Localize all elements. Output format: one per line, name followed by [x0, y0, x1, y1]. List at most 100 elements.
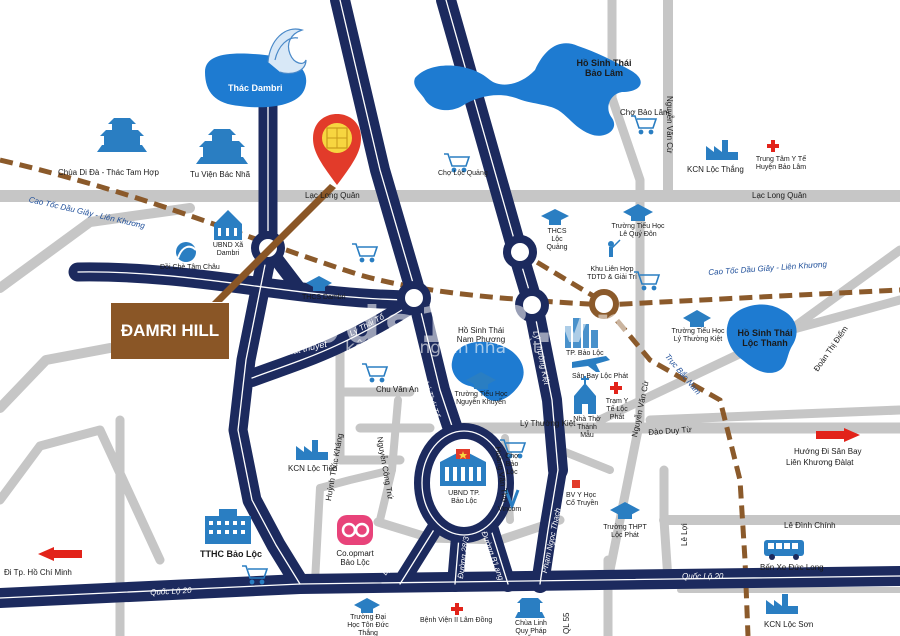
waterfall-icon: [267, 28, 307, 75]
pagoda-icon: [515, 598, 545, 618]
place-kcn-loc-son: KCN Lộc Sơn: [764, 620, 814, 629]
direction-hcm: Đi Tp. Hồ Chí Minh: [4, 568, 72, 577]
place-cho-loc-quang: Chợ Lộc Quảng: [438, 170, 488, 177]
road-label-le-loi: Lê Lợi: [680, 523, 689, 546]
place-chua-linh-quy: Chùa Linh Quy Pháp Ấn: [515, 620, 547, 636]
bus-icon: [764, 540, 804, 560]
cart-icon: [242, 565, 269, 585]
city-hall-icon: [440, 449, 486, 486]
lake-label-bao-lam: Hồ Sinh Thái Bảo Lâm: [576, 58, 632, 79]
vincom-icon: [504, 489, 520, 511]
place-benh-vien: Bệnh Viện II Lâm Đồng: [420, 617, 493, 624]
hospital-cross-icon: [451, 603, 463, 615]
highway-dau-giay-lien-khuong: [0, 157, 900, 308]
road-chu-van-an-west: [335, 335, 405, 465]
school-icons: [306, 204, 711, 613]
road-bv-link: [556, 446, 614, 474]
ring-road-centerline: [421, 430, 507, 536]
place-chua-di-da: Chùa Di Đà - Thác Tam Hợp: [58, 168, 159, 177]
place-kcn-loc-thang: KCN Lộc Thắng: [687, 165, 744, 174]
hospital-cross-icons: [451, 140, 779, 615]
road-west-lower: [0, 343, 115, 413]
place-nha-tho: Nhà Thờ Thánh Mẫu: [573, 416, 601, 440]
road-label-ly-thuong-kiet-h: Lý Thường Kiệt: [520, 419, 576, 428]
school-icon: [306, 276, 332, 291]
office-building-icon: [205, 509, 251, 544]
place-tu-vien: Tu Viện Bác Nhã: [190, 170, 251, 179]
place-cho-bao-lam: Chợ Bảo Lâm: [620, 108, 670, 117]
place-tram-yte: Trạm Y Tế Lộc Phát: [605, 398, 629, 422]
road-label-lac-long-quan-left: Lạc Long Quân: [305, 191, 360, 200]
cart-icon: [352, 243, 379, 263]
lake-label-loc-thanh: Hồ Sinh Thái Lộc Thanh: [737, 328, 793, 349]
watermark-sub: kênh thông tin nhà đất: [345, 338, 540, 358]
church-icon: [574, 376, 596, 414]
place-thcs-loc-quang: THCS Lộc Quảng: [546, 228, 568, 252]
place-tp-bao-loc: TP. Bảo Lộc: [566, 350, 604, 357]
school-icon: [466, 372, 496, 389]
cart-icon: [362, 363, 389, 383]
place-san-bay: Sân Bay Lộc Phát: [572, 373, 629, 380]
waterfall-label: Thác Dambri: [228, 83, 283, 93]
place-vincom: Vincom: [498, 506, 522, 513]
project-label-damri-hill: ĐAMRI HILL: [111, 303, 229, 359]
location-pin-icon: [313, 114, 361, 185]
place-ubnd-dambri: UBND Xã Dambri: [212, 242, 244, 258]
arrow-left-icon: [38, 547, 82, 561]
place-ben-xe: Bến Xe Đức Long: [760, 563, 824, 572]
place-kcn-loc-tien: KCN Lộc Tiến: [288, 464, 338, 473]
centerline-ton-that-thuyet-west: [77, 271, 419, 301]
roundabout-ly-thuong-kiet-north: [503, 235, 537, 269]
road-label-chu-van-an: Chu Văn An: [376, 385, 419, 394]
road-label-lac-long-quan-right: Lạc Long Quân: [752, 191, 807, 200]
place-dh-ton-duc-thang: Trường Đại Học Tôn Đức Thắng: [347, 614, 389, 636]
place-coopmart: Co.opmart Bảo Lộc: [336, 549, 374, 568]
road-west-upper: [0, 203, 195, 293]
roundabout-tan-da: [397, 281, 431, 315]
roundabouts: [251, 231, 619, 322]
cart-icon: [500, 439, 527, 459]
road-huynh-thuc-khang-upper: [316, 466, 396, 492]
factory-icon: [766, 594, 798, 614]
school-icon: [541, 209, 569, 225]
place-tthc-bao-loc: TTHC Bảo Lộc: [200, 549, 262, 559]
tea-hill-icon: [176, 242, 197, 262]
lake-ho-loc-thanh: [726, 304, 797, 373]
project-pointer: [212, 184, 336, 302]
place-doi-che: Đồi Chè Tâm Châu: [160, 264, 220, 271]
place-trung-tam-yte: Trung Tâm Y Tế Huyện Bảo Lâm: [755, 156, 807, 172]
highway: [0, 157, 900, 636]
school-icon: [610, 502, 640, 519]
roundabout-highway: [589, 289, 619, 319]
pagoda-icon: [97, 118, 147, 152]
factory-icon: [296, 440, 328, 460]
school-icon: [354, 598, 380, 613]
direction-airport-line1: Hướng Đi Sân Bay: [794, 447, 862, 456]
place-thcs-dambri: THCS Dambri: [302, 294, 346, 301]
school-icon: [683, 310, 711, 327]
road-doan-thi-diem: [785, 245, 900, 335]
place-tieu-hoc-ly-thuong-kiet: Trường Tiểu Học Lý Thường Kiệt: [671, 328, 725, 344]
cart-icon: [444, 153, 471, 173]
government-building-icon: [214, 210, 242, 240]
place-thpt-loc-phat: Trường THPT Lộc Phát: [603, 524, 647, 540]
place-cho-bao-loc: Chợ Bảo Lộc: [505, 453, 519, 477]
water-bodies: [205, 43, 797, 402]
arrow-right-icon: [816, 428, 860, 442]
road-label-le-dinh-chinh: Lê Đình Chính: [784, 521, 836, 530]
hospital-cross-icon: [610, 382, 622, 394]
cart-icon: [631, 115, 658, 135]
direction-airport-line2: Liên Khương Đàlạt: [786, 458, 854, 467]
lake-ho-bao-lam: [414, 43, 641, 136]
pagoda-icon: [196, 129, 248, 164]
road-huynh-thuc-khang: [311, 484, 324, 586]
airplane-icon: [572, 356, 610, 372]
coopmart-icon: [337, 515, 373, 545]
hospital-cross-icon: [767, 140, 779, 152]
centerline-ton-that-thuyet: [251, 299, 419, 379]
school-icon: [623, 204, 653, 221]
centerline-pham-ngoc-thach: [539, 469, 559, 585]
road-west-loop: [0, 425, 165, 565]
golfer-icon: [608, 239, 621, 257]
